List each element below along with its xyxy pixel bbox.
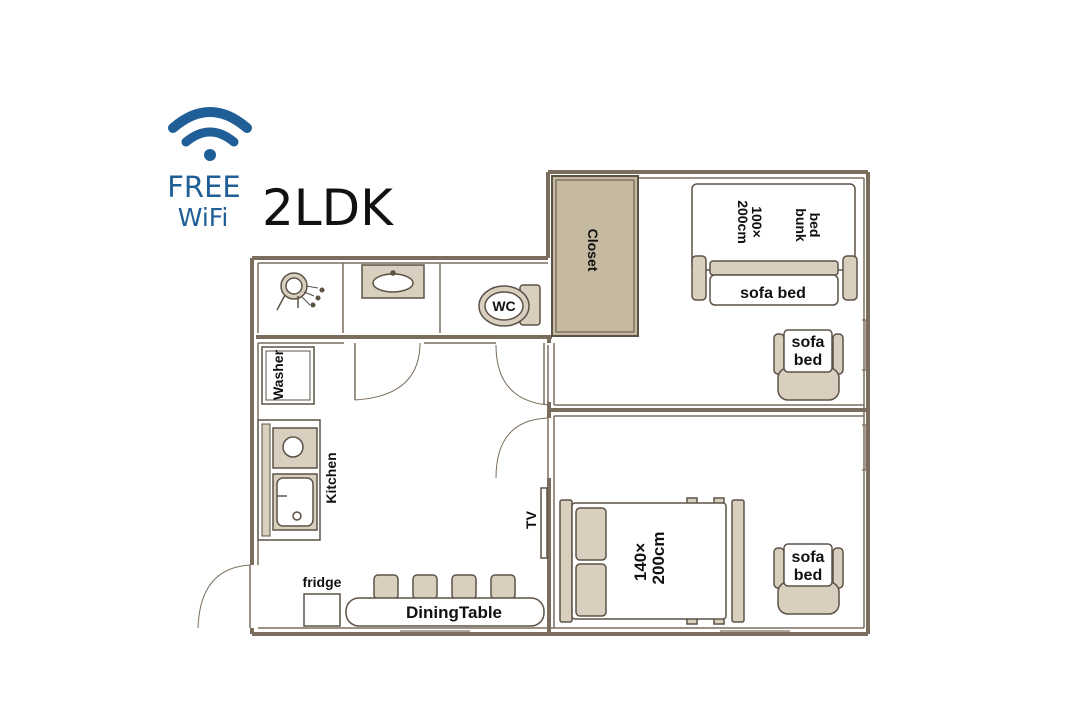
bunk-bed: bunk bed 100× 200cm: [691, 183, 856, 271]
kitchen-label: Kitchen: [323, 452, 339, 503]
sofa-bed-room1-top: sofa: [792, 334, 825, 351]
bunk-bed-size-line1: 100×: [749, 206, 765, 238]
sofa-bed-room1: sofa bed: [773, 329, 844, 401]
wifi-line1: FREE: [167, 170, 240, 204]
dining-set: DiningTable: [345, 574, 545, 627]
sofa-bed-room2: sofa bed: [773, 543, 844, 615]
bunk-bed-label-line1: bunk: [793, 208, 809, 242]
double-bed: 140× 200cm: [559, 497, 745, 625]
sofa-bed-room2-bottom: bed: [794, 567, 822, 584]
stove: [272, 427, 318, 469]
tv: TV: [523, 487, 548, 559]
doors: [197, 342, 549, 629]
double-bed-size-line1: 140×: [631, 543, 650, 581]
sofa-bed-room2-top: sofa: [792, 549, 825, 566]
kitchen-sink: [272, 473, 318, 531]
washer-label: Washer: [270, 349, 286, 400]
sofa-bed-room1-bottom: bed: [794, 352, 822, 369]
dining-chairs: [373, 574, 516, 600]
closet: Closet: [551, 175, 639, 337]
dining-table-label: DiningTable: [406, 603, 502, 622]
wifi-icon: [168, 107, 252, 161]
fridge-label: fridge: [303, 574, 342, 590]
layout-type-title: 2LDK: [262, 179, 394, 237]
washbasin: [361, 264, 425, 299]
double-bed-size-line2: 200cm: [649, 532, 668, 585]
shower-icon: [276, 272, 325, 311]
closet-label: Closet: [585, 229, 601, 272]
sofa-bed-horizontal: sofa bed: [691, 255, 858, 306]
shower: [276, 272, 325, 311]
windows: [400, 319, 870, 632]
wc-label: WC: [492, 298, 515, 314]
walls: [250, 170, 870, 636]
kitchen-counter: Kitchen: [257, 419, 339, 541]
sofa-bed-label: sofa bed: [740, 285, 806, 302]
tv-label: TV: [523, 510, 539, 529]
inner-wall-lines: [257, 177, 865, 629]
bunk-bed-size-line2: 200cm: [735, 200, 751, 244]
fridge: fridge: [303, 574, 342, 627]
wifi-line2: WiFi: [178, 203, 229, 232]
wifi-logo: FREE WiFi: [167, 107, 252, 232]
washer: Washer: [261, 346, 315, 405]
bunk-bed-label-line2: bed: [807, 213, 823, 238]
toilet: WC: [478, 284, 541, 327]
